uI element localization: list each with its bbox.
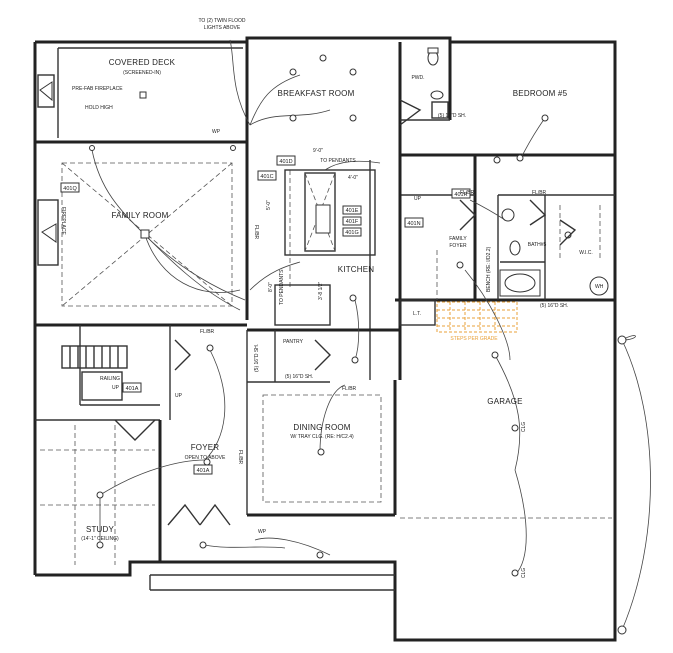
kitchen-cabinets [274, 169, 436, 326]
note-flbr6: FL/BR [460, 190, 475, 196]
note-pendants: TO PENDANTS [320, 158, 356, 164]
note-sh-16c: (5) 16"D SH. [254, 344, 260, 372]
note-up2: UP [175, 393, 183, 399]
note-flbr3: FL/BR [532, 190, 547, 196]
note-flbr5: FL/BR [237, 450, 243, 465]
room-family-foyer: FAMILY [449, 236, 467, 242]
room-dining-sub: W/ TRAY CLG. (RE: H/C2.4) [290, 434, 354, 440]
note-wp2: WP [258, 529, 267, 535]
note-clg2: CLG [521, 568, 527, 578]
note-dim-4: 4'-0" [348, 175, 358, 181]
note-flood-2: LIGHTS ABOVE [204, 25, 241, 31]
note-pendants-v: TO PENDANTS [279, 269, 285, 305]
annotation-notes: TO (2) TWIN FLOOD LIGHTS ABOVE PRE-FAB F… [60, 18, 604, 578]
note-fireplace-v: FIREPLACE [60, 207, 66, 235]
note-flbr4: FL/BR [253, 225, 259, 240]
tag-401r: 401R [454, 192, 467, 198]
interior-walls [35, 42, 615, 562]
note-dim-9: 9'-0" [313, 148, 323, 154]
ceiling-lines [40, 162, 612, 565]
tag-401e: 401E [346, 208, 359, 214]
note-flbr2: FL/BR [342, 386, 357, 392]
note-up3: UP [414, 196, 422, 202]
note-dim-5: 5'-0" [266, 200, 272, 210]
doors [167, 99, 577, 526]
exterior-walls [33, 36, 617, 642]
room-pantry: PANTRY [283, 339, 303, 345]
note-fireplace-1: PRE-FAB FIREPLACE [72, 86, 123, 92]
main-stairs [61, 345, 156, 441]
room-foyer: FOYER [191, 443, 220, 452]
note-flood-1: TO (2) TWIN FLOOD [198, 18, 245, 24]
room-kitchen: KITCHEN [338, 265, 375, 274]
room-study-sub: (14'-1" CEILING) [81, 536, 119, 542]
tag-401f: 401F [346, 219, 359, 225]
note-wh: WH [595, 284, 604, 290]
note-clg1: CLG [521, 422, 527, 432]
note-sh-16b: (5) 16"D SH. [285, 374, 313, 380]
room-family-foyer-2: FOYER [449, 243, 467, 249]
note-dim-3: 3'-8 1/2" [318, 281, 324, 300]
light-fixtures [89, 54, 627, 635]
room-study: STUDY [86, 525, 115, 534]
tag-401g: 401G [345, 230, 358, 236]
note-flbr1: FL/BR [200, 329, 215, 335]
room-foyer-sub: OPEN TO ABOVE [185, 455, 226, 461]
note-steps: STEPS PER GRADE [450, 336, 498, 342]
note-lt: L.T. [413, 311, 421, 317]
bath-fixtures [427, 47, 609, 297]
tag-401q: 401Q [63, 186, 77, 192]
note-sh-12: (5) 12"D SH. [438, 113, 466, 119]
garage-steps [436, 301, 518, 333]
note-sh-16a: (5) 16"D SH. [540, 303, 568, 309]
tag-401d: 401D [279, 159, 292, 165]
room-bath: BATH#5 [528, 242, 547, 248]
room-family: FAMILY ROOM [111, 211, 168, 220]
tag-401n: 401N [407, 221, 420, 227]
note-wp: WP [212, 129, 221, 135]
wiring [91, 39, 651, 631]
room-pwd: PWD. [411, 75, 424, 81]
room-bedroom5: BEDROOM #5 [513, 89, 568, 98]
note-up: UP [112, 385, 120, 391]
room-covered-deck: COVERED DECK [109, 58, 176, 67]
tag-401a-2: 401A [197, 468, 210, 474]
switch-tags [60, 155, 471, 475]
room-labels: COVERED DECK (SCREENED-IN) BREAKFAST ROO… [81, 58, 593, 542]
fireplaces [37, 74, 59, 266]
room-garage: GARAGE [487, 397, 522, 406]
note-bench: BENCH (RE: I/D2.2) [486, 246, 492, 292]
room-dining: DINING ROOM [293, 423, 350, 432]
room-breakfast: BREAKFAST ROOM [278, 89, 355, 98]
tag-401c: 401C [260, 174, 273, 180]
tag-labels: 401D 401C 401E 401F 401G 401Q 401R 401N … [63, 159, 467, 474]
room-wic: W.I.C. [579, 250, 593, 256]
note-fireplace-2: HOLD HIGH [85, 105, 113, 111]
note-railing: RAILING [100, 376, 120, 382]
note-dim-8: 8'-0" [268, 282, 274, 292]
room-covered-deck-sub: (SCREENED-IN) [123, 70, 161, 76]
tag-401a: 401A [126, 386, 139, 392]
